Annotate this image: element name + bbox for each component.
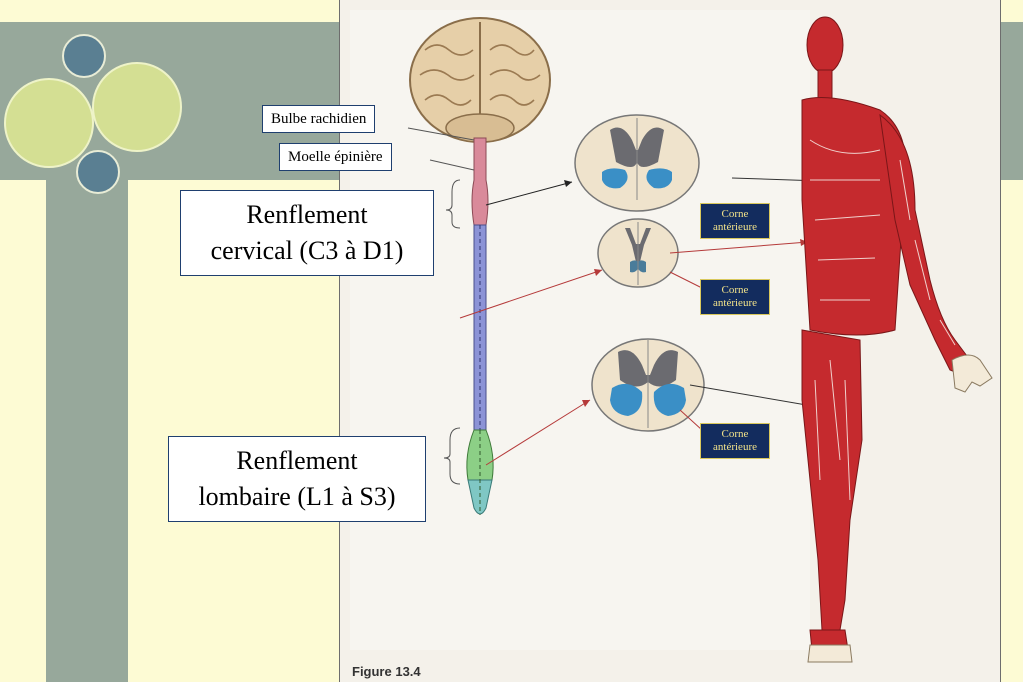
corne-anterieure-line1: Corne (721, 284, 749, 296)
renflement-lombaire-line2: lombaire (L1 à S3) (198, 482, 396, 511)
corne-anterieure-line2: antérieure (713, 221, 757, 233)
spinal-cord (466, 137, 494, 515)
decorative-circle-left (4, 78, 94, 168)
decorative-strip (46, 180, 128, 682)
bulbe-rachidien-label: Bulbe rachidien (262, 105, 376, 133)
cross-section-lumbar (591, 338, 705, 432)
decorative-panel-left (0, 188, 40, 682)
renflement-cervical-line1: Renflement (246, 200, 368, 229)
cross-section-cervical (574, 114, 700, 212)
brain-illustration (409, 17, 551, 143)
decorative-circle-top (62, 34, 106, 78)
renflement-cervical-label: Renflement cervical (C3 à D1) (180, 190, 434, 276)
moelle-epiniere-label: Moelle épinière (279, 143, 392, 171)
decorative-circle-bottom (76, 150, 120, 194)
cross-section-thoracic (597, 218, 679, 288)
bulbe-rachidien-text: Bulbe rachidien (271, 111, 367, 127)
corne-anterieure-line1: Corne (721, 428, 749, 440)
anatomy-illustration (340, 0, 1000, 682)
corne-anterieure-line1: Corne (721, 208, 749, 220)
figure-caption: Figure 13.4 (352, 664, 421, 679)
renflement-lombaire-line1: Renflement (236, 446, 358, 475)
renflement-cervical-line2: cervical (C3 à D1) (210, 236, 404, 265)
corne-anterieure-label: Corne antérieure (700, 279, 770, 315)
decorative-circle-right (92, 62, 182, 152)
foot-illustration (807, 644, 853, 663)
corne-anterieure-label: Corne antérieure (700, 203, 770, 239)
hand-illustration (951, 354, 993, 393)
cervical-bracket (445, 179, 461, 229)
corne-anterieure-line2: antérieure (713, 297, 757, 309)
muscle-lines (809, 139, 956, 501)
lumbar-bracket (443, 427, 461, 485)
moelle-epiniere-text: Moelle épinière (288, 149, 383, 165)
corne-anterieure-label: Corne antérieure (700, 423, 770, 459)
renflement-lombaire-label: Renflement lombaire (L1 à S3) (168, 436, 426, 522)
anatomy-figure: Figure 13.4 (339, 0, 1001, 682)
corne-anterieure-line2: antérieure (713, 441, 757, 453)
